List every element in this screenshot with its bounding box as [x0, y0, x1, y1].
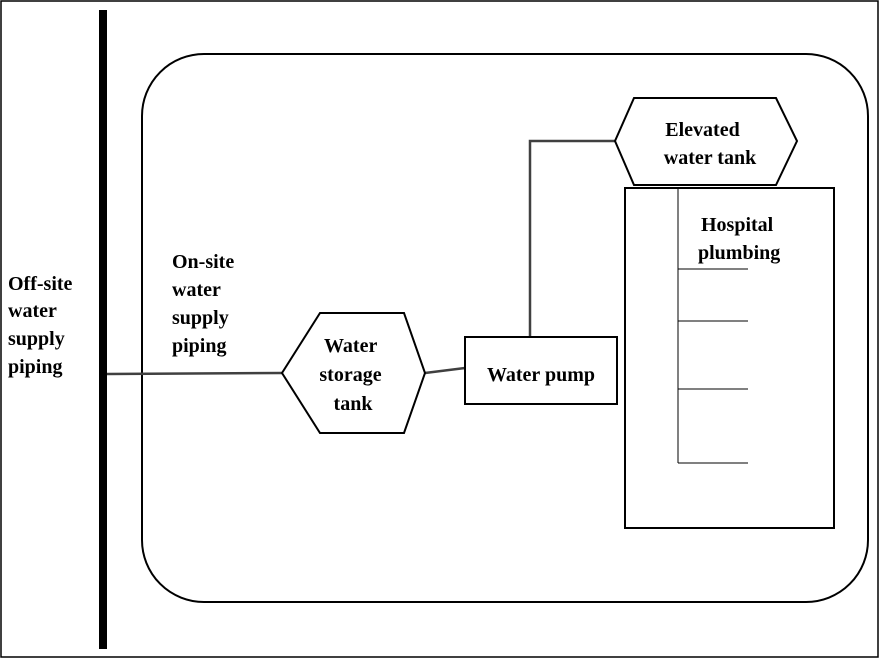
pipe-pump-to-elevated-tank	[528, 139, 615, 337]
hospital-building	[624, 187, 835, 529]
water-storage-tank-label: Water storage tank	[319, 335, 386, 415]
pipe-storage-tank-to-pump	[424, 366, 466, 375]
hospital-plumbing-label: Hospital plumbing	[698, 214, 780, 264]
elevated-water-tank-label: Elevated water tank	[664, 119, 757, 169]
water-pump-label: Water pump	[487, 364, 595, 386]
site-boundary	[141, 53, 869, 603]
onsite-pipe-to-storage-tank	[106, 371, 283, 376]
offsite-main-pipe	[99, 10, 107, 649]
water-pump-box	[464, 336, 618, 405]
offsite-piping-label: Off-site water supply piping	[8, 273, 77, 378]
elevated-water-tank-shape	[613, 97, 799, 186]
onsite-piping-label: On-site water supply piping	[172, 251, 239, 357]
water-storage-tank-shape	[280, 312, 427, 434]
